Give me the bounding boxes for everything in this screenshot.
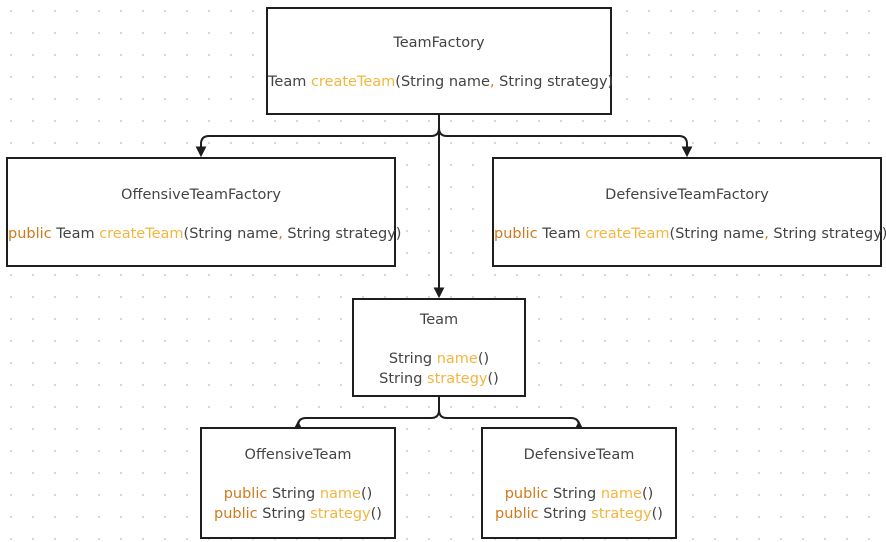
text-token: (String name <box>183 226 279 242</box>
text-token: () <box>370 506 382 522</box>
keyword-token: public <box>494 226 538 242</box>
text-token: String <box>267 486 320 502</box>
method-name-token: createTeam <box>585 226 670 242</box>
member-signature: String strategy() <box>354 369 524 389</box>
text-token: (String name <box>669 226 765 242</box>
text-token: String <box>257 506 311 522</box>
node-offensive-team[interactable]: OffensiveTeam public String name()public… <box>200 427 396 539</box>
keyword-token: public <box>223 486 268 502</box>
text-token: () <box>487 371 499 387</box>
text-token: String <box>548 486 601 502</box>
text-token: () <box>477 351 490 367</box>
keyword-token: public <box>8 226 52 242</box>
connector-team_factory-to-offensive_team_factory <box>195 115 440 158</box>
node-defensive-team[interactable]: DefensiveTeam public String name()public… <box>481 427 677 539</box>
text-token: Team <box>51 226 100 242</box>
node-members: public Team createTeam(String name, Stri… <box>8 224 401 244</box>
text-token: String strategy) <box>768 226 886 242</box>
text-token: String <box>538 506 592 522</box>
method-name-token: createTeam <box>310 74 396 90</box>
keyword-token: , <box>764 226 769 242</box>
method-name-token: strategy <box>591 506 652 522</box>
member-signature: public String name() <box>202 484 394 504</box>
node-offensive-team-factory[interactable]: OffensiveTeamFactory public Team createT… <box>6 157 401 267</box>
member-signature: public String strategy() <box>202 504 394 524</box>
node-title: OffensiveTeamFactory <box>121 187 281 203</box>
keyword-token: , <box>278 226 283 242</box>
method-name-token: createTeam <box>99 226 184 242</box>
text-token: () <box>651 506 663 522</box>
node-members: public Team createTeam(String name, Stri… <box>494 224 886 244</box>
connector-team-to-offensive_team <box>292 397 440 432</box>
text-token: String strategy) <box>494 74 614 90</box>
connector-team_factory-to-defensive_team_factory <box>438 115 693 158</box>
keyword-token: public <box>504 486 549 502</box>
node-title: OffensiveTeam <box>244 447 352 463</box>
member-signature: String name() <box>354 349 524 369</box>
member-signature: Team createTeam(String name, String stra… <box>268 72 613 92</box>
text-token: Team <box>268 74 311 90</box>
node-title: DefensiveTeamFactory <box>605 187 769 203</box>
node-title: Team <box>419 312 459 328</box>
node-team-factory[interactable]: TeamFactory Team createTeam(String name,… <box>266 7 613 115</box>
node-members: Team createTeam(String name, String stra… <box>268 72 613 92</box>
node-members: public String name()public String strate… <box>483 484 675 524</box>
node-team[interactable]: Team String name()String strategy() <box>352 298 526 397</box>
text-token: Team <box>537 226 586 242</box>
keyword-token: public <box>214 506 258 522</box>
member-signature: public Team createTeam(String name, Stri… <box>494 224 886 244</box>
node-title: TeamFactory <box>393 35 485 51</box>
text-token: String <box>379 371 428 387</box>
method-name-token: strategy <box>427 371 488 387</box>
method-name-token: strategy <box>310 506 371 522</box>
text-token: (String name <box>395 74 490 90</box>
node-title: DefensiveTeam <box>523 447 635 463</box>
member-signature: public String name() <box>483 484 675 504</box>
keyword-token: public <box>495 506 539 522</box>
connector-team-to-defensive_team <box>438 397 585 432</box>
node-members: public String name()public String strate… <box>202 484 394 524</box>
member-signature: public Team createTeam(String name, Stri… <box>8 224 401 244</box>
node-members: String name()String strategy() <box>354 349 524 389</box>
method-name-token: name <box>319 486 361 502</box>
keyword-token: , <box>489 74 495 90</box>
text-token: String <box>388 351 437 367</box>
node-defensive-team-factory[interactable]: DefensiveTeamFactory public Team createT… <box>492 157 886 267</box>
text-token: () <box>641 486 654 502</box>
member-signature: public String strategy() <box>483 504 675 524</box>
text-token: () <box>360 486 373 502</box>
method-name-token: name <box>600 486 642 502</box>
text-token: String strategy) <box>282 226 402 242</box>
method-name-token: name <box>436 351 478 367</box>
